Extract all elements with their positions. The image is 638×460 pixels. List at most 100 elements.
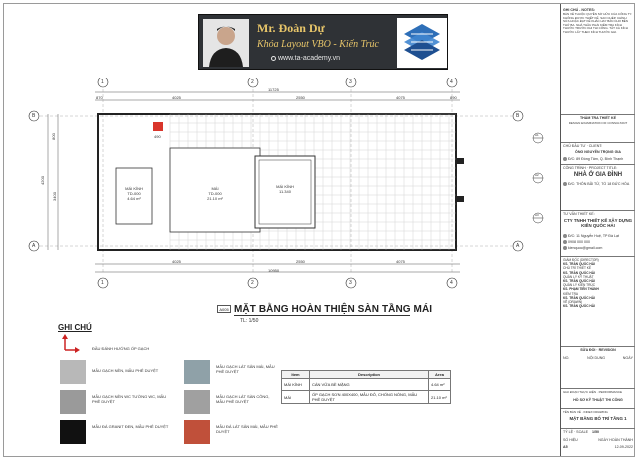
tb-revision-col: NO.: [563, 356, 570, 360]
avatar: [203, 19, 249, 67]
legend-swatch-gate-tile: [184, 390, 210, 414]
tb-date: 12-09-2022: [614, 445, 633, 449]
drawing-scale: TL: 1/50: [240, 318, 259, 324]
banner-website[interactable]: www.ta-academy.vn: [271, 55, 340, 62]
tb-scale-label: TỶ LỆ · SCALE: [563, 430, 588, 434]
legend-swatch-roof-tile: [184, 360, 210, 384]
tb-role: KIỂM TRA: [563, 291, 578, 296]
tb-divider: [561, 428, 635, 429]
table-row: MÁI KÍNH CÁN VỮA BỀ MẶNG 4.64 m²: [281, 378, 451, 391]
tb-consult-address-text: Đ/C: 11 Nguyễn Huệ, TP Đà Lạt: [568, 234, 619, 238]
dim-top-total: 11725: [268, 87, 279, 92]
tb-consult-address: Đ/C: 11 Nguyễn Huệ, TP Đà Lạt: [563, 234, 633, 239]
location-icon: [563, 182, 567, 187]
phone-icon: [563, 240, 567, 245]
location-icon: [563, 157, 567, 162]
dim-top-5: 890: [450, 95, 457, 100]
tb-scale: 1/50: [591, 430, 599, 434]
tb-owner-label: CHỦ ĐẦU TƯ · CLIENT:: [563, 144, 603, 148]
legend-label-direction: ĐẦU ĐÁNH HƯỚNG ỐP GẠCH: [92, 346, 150, 351]
room-code: TD-000: [127, 191, 141, 196]
dim-left-inner-2: 3400: [51, 192, 57, 201]
tb-check-sub: DESIGN EXAMINATION OF CONSULTANT: [568, 121, 628, 125]
table-row: MÁI ỐP GẠCH SƠN 400X400, MẪU ĐỎ, CHỐNG N…: [281, 390, 451, 404]
legend-label-roof-stone: MẪU ĐÁ LÁT SÂN MÁI, MẪU PHÊ DUYỆT: [216, 424, 278, 434]
finish-schedule-table: Item Description Area MÁI KÍNH CÁN VỮA B…: [281, 370, 451, 404]
tb-divider: [561, 388, 635, 389]
tb-revision-col: NGÀY: [622, 356, 633, 360]
tb-sheet-label: TÊN BẢN VẼ · INDEX DRAWING: [563, 410, 608, 414]
tb-divider: [561, 346, 635, 347]
tb-role: QUẢN LÝ KIẾN TRÚC: [563, 283, 595, 288]
tb-owner-address-text: Đ/C: 89 Đồng Tâm, Q. Bình Thạnh: [568, 157, 624, 161]
tb-role: QUẢN LÝ KỸ THUẬT: [563, 274, 594, 279]
tb-stage: HỒ SƠ KỸ THUẬT THI CÔNG: [573, 398, 623, 402]
axis-label-3: 3: [349, 79, 352, 85]
room-name: MÁI: [211, 186, 219, 191]
axis-label-1: 1: [101, 79, 104, 85]
tb-divider: [561, 256, 635, 257]
room-code: TD-000: [208, 191, 222, 196]
tb-role-person: KS. TRẦN QUỐC HẢI: [563, 304, 595, 309]
course-banner: Mr. Đoàn Dự Khóa Layout VBO - Kiến Trúc …: [198, 14, 448, 70]
tb-divider: [561, 408, 635, 409]
legend-label-floor-tile: MẪU GẠCH NỀN, MẪU PHÊ DUYỆT: [92, 368, 159, 373]
room-tag-skylight-2: MÁI KÍNH 11.340: [270, 184, 300, 194]
tb-date-label: NGÀY HOÀN THÀNH: [598, 438, 633, 442]
title-underline: [234, 315, 410, 316]
location-icon: [563, 234, 567, 239]
tb-stage-label: GIAI ĐOẠN THỰC HIỆN · PERFORMANCE: [563, 390, 623, 394]
tb-divider: [561, 142, 635, 143]
dim-top-4: 4075: [396, 95, 405, 100]
legend-swatch-roof-stone: [184, 420, 210, 444]
dim-left-inner-1: 800: [50, 133, 56, 140]
tb-role-person: KS. TRẦN QUỐC HẢI: [563, 295, 595, 300]
tb-divider: [561, 114, 635, 115]
dim-bottom-1: 4025: [172, 259, 181, 264]
legend-label-black-granite: MẪU ĐÁ GRANIT ĐEN, MẪU PHÊ DUYỆT: [92, 424, 169, 429]
website-text: www.ta-academy.vn: [277, 55, 341, 62]
tb-consult: CTY TNHH THIẾT KẾ XÂY DỰNG KIẾN QUỐC HẢI: [563, 218, 633, 229]
title-block: GHI CHÚ - NOTES: BẢN VẼ THUỘC QUYỀN SỞ H…: [560, 4, 635, 456]
tb-revision-heading: SỬA ĐỔI · REVISION: [580, 348, 616, 352]
notes-heading: GHI CHÚ: [58, 323, 92, 332]
globe-icon: [271, 55, 276, 61]
tb-consult-mail-text: kienquoc@gmail.com: [568, 246, 603, 250]
table-cell: MÁI KÍNH: [281, 378, 310, 391]
section-tag-3: A3: [535, 213, 539, 217]
dim-top-3: 2550: [296, 95, 305, 100]
tb-project-address-text: Đ/C: THÔN BÃI TỬ, TỔ 18 ĐỨC HÒA: [568, 182, 630, 186]
legend-swatch-floor-tile: [60, 360, 86, 384]
table-cell: MÁI: [281, 390, 310, 404]
tb-role: CHỦ TRÌ THIẾT KẾ: [563, 266, 591, 271]
dim-note: 490: [154, 134, 161, 139]
room-area: 4.64 m²: [127, 196, 141, 201]
col-header: Item: [281, 370, 310, 379]
dim-bottom-2: 2550: [296, 259, 305, 264]
legend-label-wc-tile: MẪU GẠCH NỀN WC TƯỜNG WC, MẪU PHÊ DUYỆT: [92, 394, 167, 404]
tb-project: NHÀ Ở GIA ĐÌNH: [573, 172, 623, 178]
banner-course: Khóa Layout VBO - Kiến Trúc: [257, 39, 379, 50]
tb-consult-phone-text: 0908 000 000: [568, 240, 590, 244]
tb-revision-col: NỘI DUNG: [587, 356, 606, 360]
tb-project-label: CÔNG TRÌNH · PROJECT TITLE:: [563, 166, 618, 170]
roof-plan-drawing: 1 2 3 4 1 2 3 4 B A B A A1 A2 A3 11725 8…: [20, 78, 552, 304]
row-label-b: B: [32, 113, 36, 119]
sheet-frame: [3, 3, 635, 457]
legend-label-roof-tile: MẪU GẠCH LÁT SÂN MÁI, MẪU PHÊ DUYỆT: [216, 364, 275, 374]
tb-notes-heading: GHI CHÚ - NOTES:: [563, 8, 595, 12]
dim-bottom-total: 10950: [268, 268, 280, 273]
academy-logo-icon: [397, 18, 447, 68]
plan-svg: [28, 78, 544, 289]
dim-bottom-3: 4075: [396, 259, 405, 264]
axis-label-4-bottom: 4: [450, 280, 453, 286]
section-tag-1: A1: [535, 133, 539, 137]
tb-consult-label: TƯ VẤN THIẾT KẾ:: [563, 212, 595, 216]
axis-label-3-bottom: 3: [349, 280, 352, 286]
axis-label-4: 4: [450, 79, 453, 85]
tb-consult-phone: 0908 000 000: [563, 240, 633, 245]
tb-footer-values: A5 12-09-2022: [563, 445, 633, 449]
table-cell: 4.64 m²: [428, 378, 451, 391]
tb-role: VẼ (DRAWN): [563, 300, 583, 305]
